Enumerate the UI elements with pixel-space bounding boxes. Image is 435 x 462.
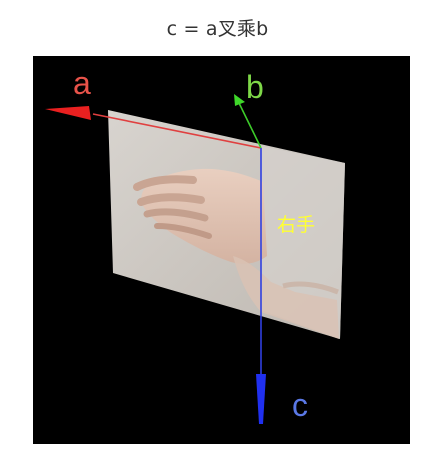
axis-c-arrowhead (256, 374, 266, 424)
axis-b-arrowhead (234, 94, 245, 106)
axis-b-label: b (246, 69, 264, 105)
axis-c-vector (256, 148, 266, 424)
right-hand-label: 右手 (277, 214, 315, 236)
axis-c-label: c (292, 387, 308, 423)
hand-image (133, 168, 339, 339)
diagram-caption: c = a叉乘b (166, 18, 269, 40)
axis-b-vector (234, 94, 262, 149)
axis-a-vector (45, 106, 262, 149)
viewport-3d: a b c 右手 (33, 56, 410, 444)
cross-product-scene: a b c 右手 (45, 65, 345, 424)
hand-photo-plane (108, 110, 345, 339)
axis-a-arrowhead (45, 106, 91, 120)
axis-a-label: a (73, 65, 91, 101)
